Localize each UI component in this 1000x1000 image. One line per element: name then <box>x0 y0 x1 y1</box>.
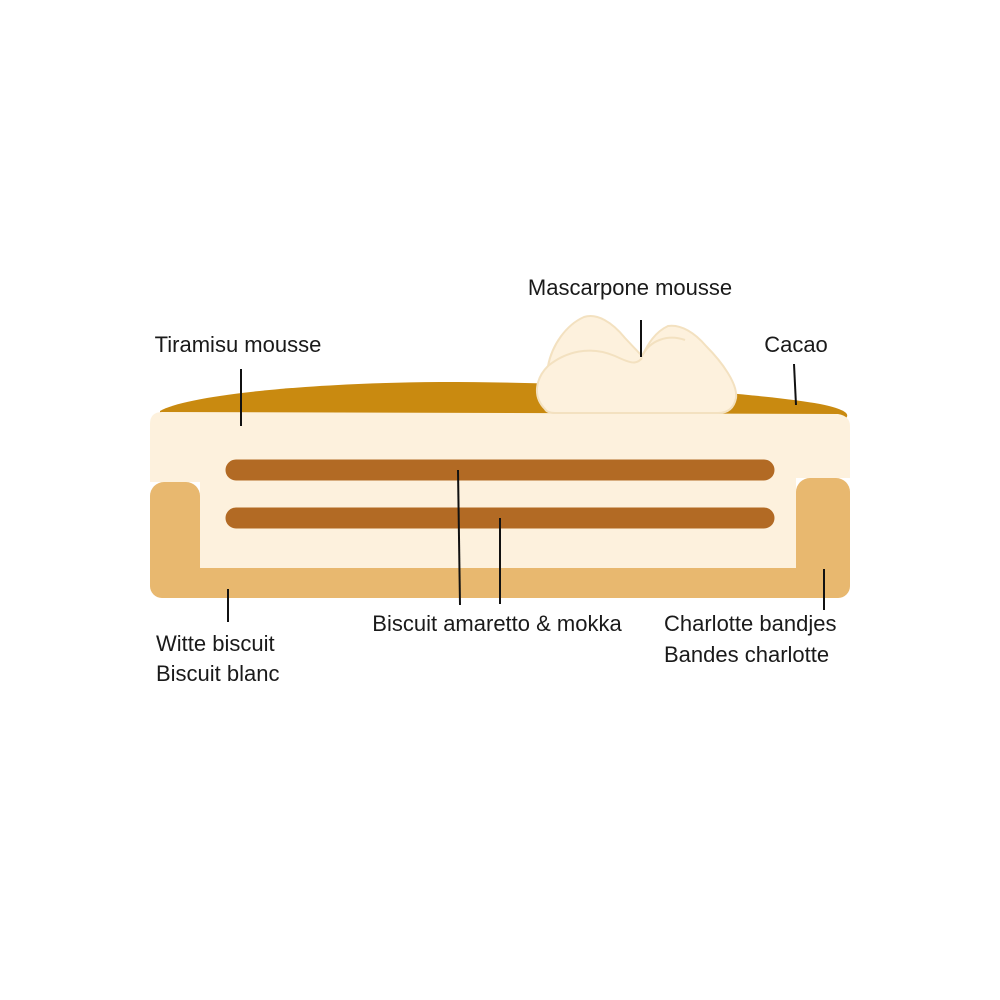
mascarpone-fold-right <box>641 336 686 357</box>
label-biscuit-blanc: Biscuit blanc <box>156 661 280 686</box>
leader-cacao <box>793 363 797 406</box>
amaretto-strip-top <box>222 456 778 484</box>
leader-amaretto-1 <box>457 469 461 606</box>
label-charlotte-bandjes: Charlotte bandjes <box>664 611 836 636</box>
mascarpone-dollop <box>536 315 738 414</box>
label-witte-biscuit: Witte biscuit <box>156 631 275 656</box>
label-tiramisu-mousse: Tiramisu mousse <box>155 332 322 357</box>
label-cacao: Cacao <box>764 332 828 357</box>
label-mascarpone-mousse: Mascarpone mousse <box>528 275 732 300</box>
mascarpone-fold-left <box>547 349 643 367</box>
label-bandes-charlotte: Bandes charlotte <box>664 642 829 667</box>
label-biscuit-amaretto: Biscuit amaretto & mokka <box>372 611 622 636</box>
